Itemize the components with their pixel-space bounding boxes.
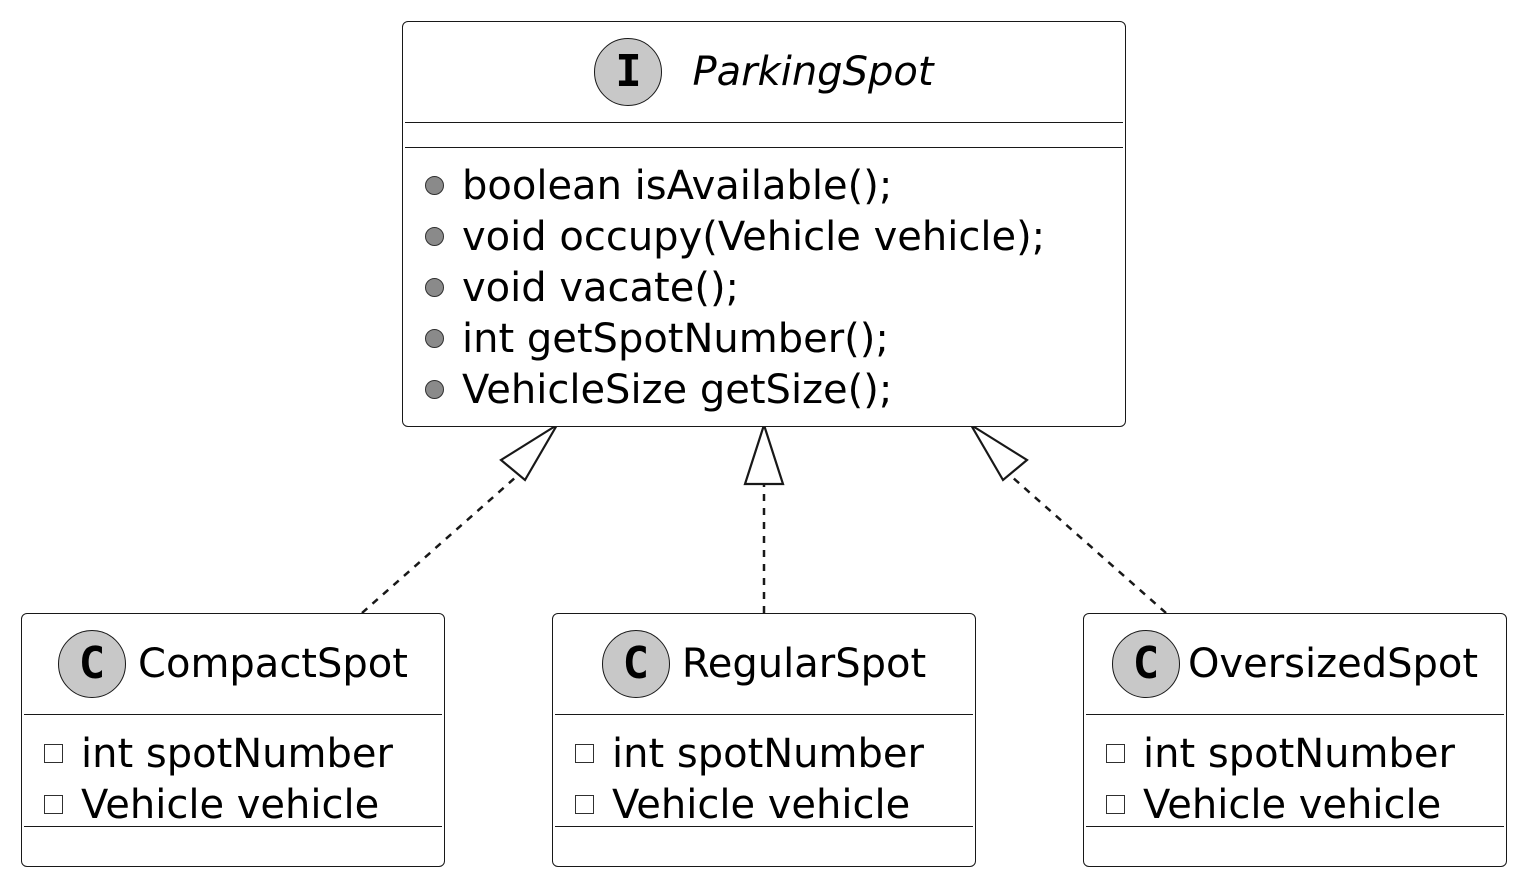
class-name: CompactSpot <box>138 641 408 687</box>
interface-header: I ParkingSpot <box>403 22 1125 122</box>
field-declaration: Vehicle vehicle <box>1143 781 1442 828</box>
realization-compactspot <box>361 424 558 614</box>
class-header: C RegularSpot <box>553 614 975 714</box>
private-field-icon <box>575 744 594 763</box>
public-method-icon <box>425 227 444 246</box>
header-divider <box>24 714 442 715</box>
field-row: Vehicle vehicle <box>553 779 975 830</box>
field-declaration: int spotNumber <box>612 730 924 777</box>
method-signature: int getSpotNumber(); <box>462 315 889 362</box>
public-method-icon <box>425 380 444 399</box>
header-divider <box>405 122 1123 123</box>
interface-parkingspot: I ParkingSpot boolean isAvailable(); voi… <box>402 21 1126 427</box>
class-name: RegularSpot <box>681 641 927 687</box>
class-stereotype-icon: C <box>1111 630 1180 698</box>
realization-oversizedspot <box>970 424 1167 614</box>
field-declaration: Vehicle vehicle <box>612 781 911 828</box>
method-row: void vacate(); <box>403 262 1125 313</box>
field-compartment: int spotNumber Vehicle vehicle <box>22 715 444 828</box>
attribute-compartment <box>403 123 1125 147</box>
field-compartment: int spotNumber Vehicle vehicle <box>1084 715 1506 828</box>
interface-name: ParkingSpot <box>692 49 934 95</box>
public-method-icon <box>425 278 444 297</box>
class-regularspot: C RegularSpot int spotNumber Vehicle veh… <box>552 613 976 867</box>
public-method-icon <box>425 329 444 348</box>
field-row: Vehicle vehicle <box>1084 779 1506 830</box>
class-compactspot: C CompactSpot int spotNumber Vehicle veh… <box>21 613 445 867</box>
realization-line-compactspot <box>361 468 526 614</box>
field-compartment: int spotNumber Vehicle vehicle <box>553 715 975 828</box>
private-field-icon <box>575 795 594 814</box>
realization-regularspot <box>743 421 785 613</box>
field-row: int spotNumber <box>1084 728 1506 779</box>
realization-arrowhead-regularspot <box>743 421 785 486</box>
field-divider <box>555 826 973 827</box>
method-signature: boolean isAvailable(); <box>462 162 893 209</box>
realization-line-oversizedspot <box>1002 468 1167 614</box>
attribute-divider <box>405 147 1123 148</box>
field-row: int spotNumber <box>22 728 444 779</box>
class-oversizedspot: C OversizedSpot int spotNumber Vehicle v… <box>1083 613 1507 867</box>
field-divider <box>24 826 442 827</box>
header-divider <box>1086 714 1504 715</box>
field-declaration: Vehicle vehicle <box>81 781 380 828</box>
realization-arrowhead-compactspot <box>499 424 558 482</box>
header-divider <box>555 714 973 715</box>
interface-stereotype-icon: I <box>594 38 663 106</box>
class-name: OversizedSpot <box>1187 641 1479 687</box>
field-declaration: int spotNumber <box>81 730 393 777</box>
method-compartment: boolean isAvailable(); void occupy(Vehic… <box>403 148 1125 415</box>
private-field-icon <box>44 744 63 763</box>
field-row: Vehicle vehicle <box>22 779 444 830</box>
method-signature: void vacate(); <box>462 264 740 311</box>
method-signature: VehicleSize getSize(); <box>462 366 893 413</box>
class-stereotype-icon: C <box>58 630 127 698</box>
class-header: C CompactSpot <box>22 614 444 714</box>
field-row: int spotNumber <box>553 728 975 779</box>
class-header: C OversizedSpot <box>1084 614 1506 714</box>
private-field-icon <box>1106 744 1125 763</box>
private-field-icon <box>1106 795 1125 814</box>
realization-arrowhead-oversizedspot <box>970 424 1029 482</box>
field-declaration: int spotNumber <box>1143 730 1455 777</box>
class-stereotype-icon: C <box>601 630 670 698</box>
method-row: boolean isAvailable(); <box>403 160 1125 211</box>
method-row: void occupy(Vehicle vehicle); <box>403 211 1125 262</box>
method-signature: void occupy(Vehicle vehicle); <box>462 213 1046 260</box>
method-row: VehicleSize getSize(); <box>403 364 1125 415</box>
public-method-icon <box>425 176 444 195</box>
method-row: int getSpotNumber(); <box>403 313 1125 364</box>
private-field-icon <box>44 795 63 814</box>
field-divider <box>1086 826 1504 827</box>
